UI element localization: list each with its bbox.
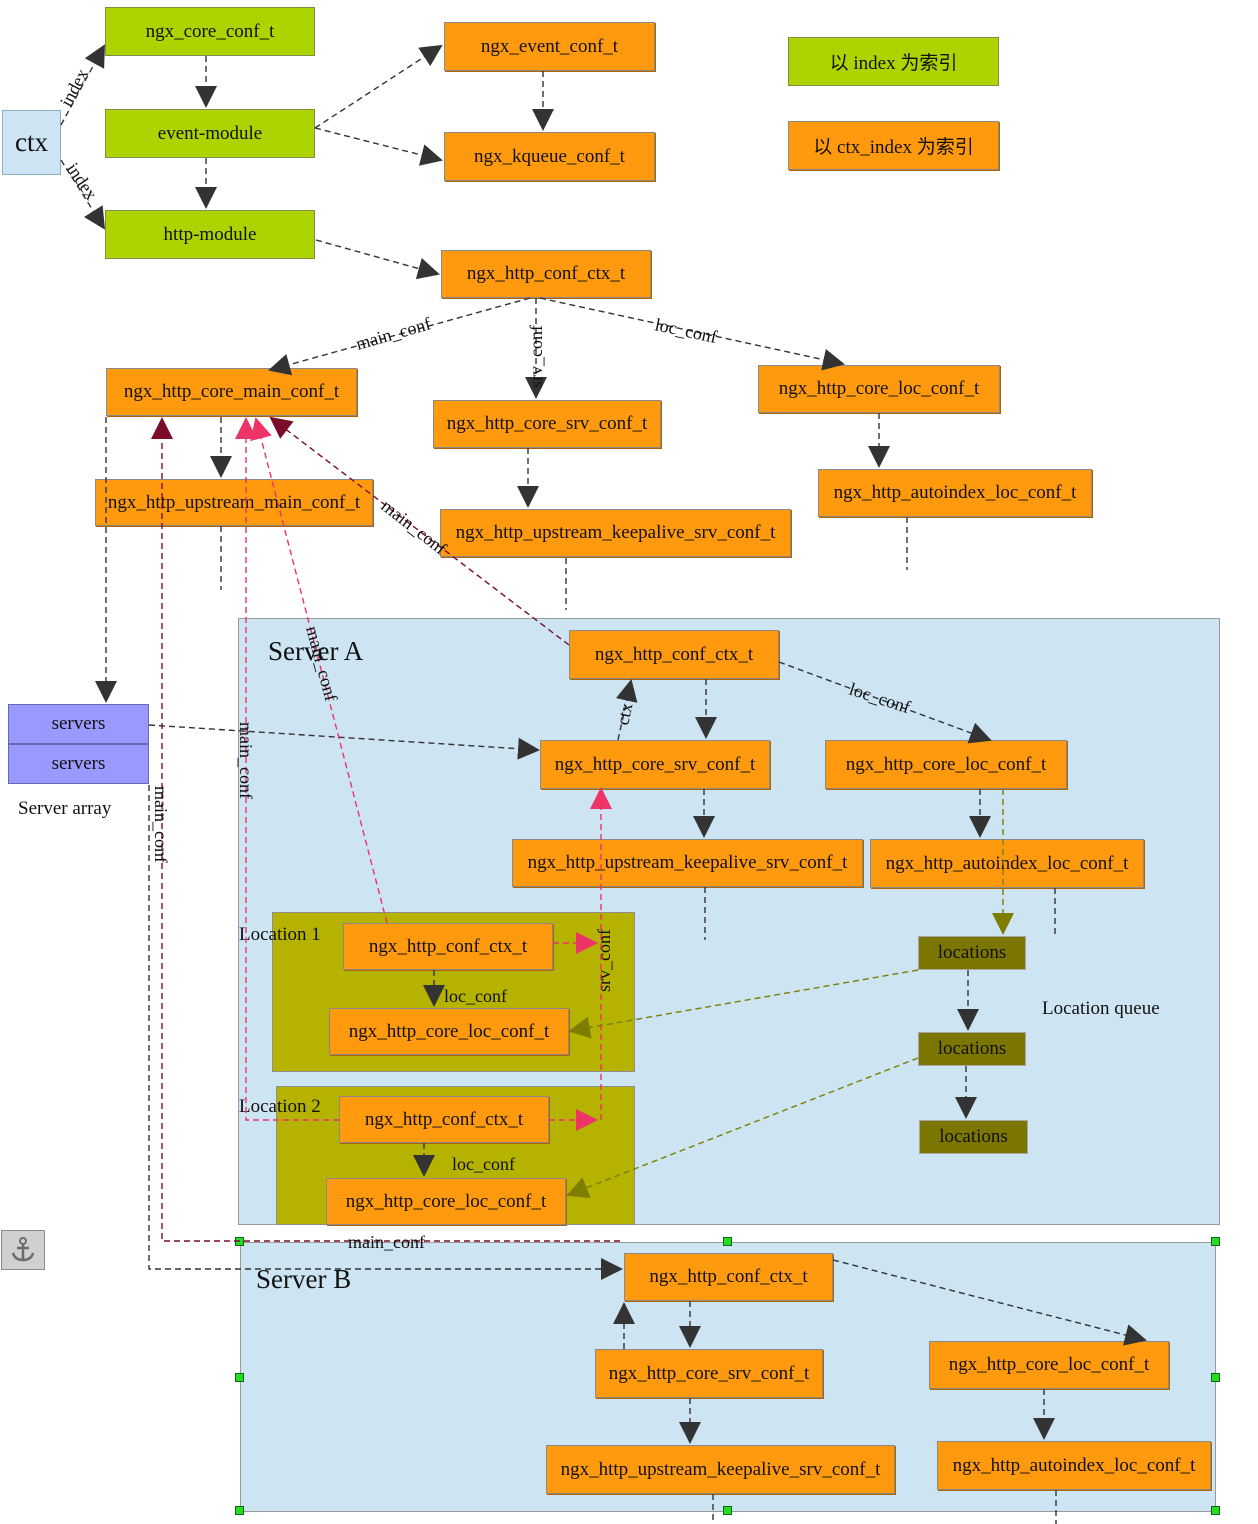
http-conf-ctx-node[interactable]: ngx_http_conf_ctx_t xyxy=(441,250,651,298)
ngx-kqueue-conf-node[interactable]: ngx_kqueue_conf_t xyxy=(444,132,655,181)
resize-handle[interactable] xyxy=(723,1237,732,1246)
legend-green-node: 以 index 为索引 xyxy=(788,37,999,86)
http-autoindex-loc-conf-node[interactable]: ngx_http_autoindex_loc_conf_t xyxy=(818,469,1092,517)
servers-node-1[interactable]: servers xyxy=(8,704,149,744)
legend-orange-node: 以 ctx_index 为索引 xyxy=(788,121,999,170)
location-1-core-loc-conf-node[interactable]: ngx_http_core_loc_conf_t xyxy=(329,1008,569,1055)
location-queue-label: Location queue xyxy=(1042,998,1160,1019)
locations-node-3[interactable]: locations xyxy=(919,1120,1028,1154)
server-b-upstream-keepalive-node[interactable]: ngx_http_upstream_keepalive_srv_conf_t xyxy=(546,1445,895,1494)
server-a-autoindex-loc-conf-node[interactable]: ngx_http_autoindex_loc_conf_t xyxy=(870,839,1144,888)
anchor-icon[interactable] xyxy=(1,1230,45,1270)
server-a-conf-ctx-node[interactable]: ngx_http_conf_ctx_t xyxy=(569,630,779,679)
edge-label-srv-conf-location: srv_conf xyxy=(594,929,614,992)
ngx-event-conf-node[interactable]: ngx_event_conf_t xyxy=(444,22,655,71)
edge-label-ctx: ctx xyxy=(612,701,636,727)
server-a-upstream-keepalive-node[interactable]: ngx_http_upstream_keepalive_srv_conf_t xyxy=(512,839,863,887)
edge-label-main-conf-pink: main_conf xyxy=(302,624,341,704)
ctx-node[interactable]: ctx xyxy=(2,110,61,175)
http-core-loc-conf-node[interactable]: ngx_http_core_loc_conf_t xyxy=(758,365,1000,413)
edge-label-main-conf-vertical-1: main_conf xyxy=(236,722,256,799)
event-module-node[interactable]: event-module xyxy=(105,109,315,158)
edge-label-main-conf-top: main_conf xyxy=(354,313,434,353)
resize-handle[interactable] xyxy=(235,1373,244,1382)
resize-handle[interactable] xyxy=(235,1506,244,1515)
edge-label-loc-conf-top: loc_conf xyxy=(653,314,719,347)
http-core-srv-conf-node[interactable]: ngx_http_core_srv_conf_t xyxy=(433,400,661,448)
http-module-node[interactable]: http-module xyxy=(105,210,315,259)
edge-label-loc-conf-location-1: loc_conf xyxy=(444,986,507,1006)
servers-node-2[interactable]: servers xyxy=(8,744,149,784)
http-core-main-conf-node[interactable]: ngx_http_core_main_conf_t xyxy=(106,368,357,416)
edge-label-main-conf-diag: main_conf xyxy=(378,495,451,558)
edge-label-main-conf-bottom: main_conf xyxy=(348,1232,425,1252)
server-a-core-loc-conf-node[interactable]: ngx_http_core_loc_conf_t xyxy=(825,740,1067,789)
location-1-label: Location 1 xyxy=(239,924,321,945)
http-upstream-keepalive-srv-conf-node[interactable]: ngx_http_upstream_keepalive_srv_conf_t xyxy=(440,509,791,557)
edge-label-srv-conf-top: srv_conf xyxy=(526,325,546,388)
resize-handle[interactable] xyxy=(1211,1506,1220,1515)
edge-label-main-conf-vertical-2: main_conf xyxy=(151,786,171,863)
location-2-core-loc-conf-node[interactable]: ngx_http_core_loc_conf_t xyxy=(326,1178,566,1225)
locations-node-2[interactable]: locations xyxy=(918,1032,1026,1066)
resize-handle[interactable] xyxy=(1211,1237,1220,1246)
location-2-label: Location 2 xyxy=(239,1096,321,1117)
resize-handle[interactable] xyxy=(1211,1373,1220,1382)
edge-label-index-bottom: index xyxy=(63,159,102,203)
server-a-core-srv-conf-node[interactable]: ngx_http_core_srv_conf_t xyxy=(540,740,770,789)
locations-node-1[interactable]: locations xyxy=(918,936,1026,970)
server-b-core-srv-conf-node[interactable]: ngx_http_core_srv_conf_t xyxy=(595,1349,823,1398)
resize-handle[interactable] xyxy=(723,1506,732,1515)
location-1-conf-ctx-node[interactable]: ngx_http_conf_ctx_t xyxy=(343,923,553,970)
server-b-autoindex-loc-conf-node[interactable]: ngx_http_autoindex_loc_conf_t xyxy=(937,1441,1211,1490)
edge-label-loc-conf-server-a: loc_conf xyxy=(847,679,913,717)
edge-label-index-top: index xyxy=(56,65,92,110)
edge-label-loc-conf-location-2: loc_conf xyxy=(452,1154,515,1174)
server-b-core-loc-conf-node[interactable]: ngx_http_core_loc_conf_t xyxy=(929,1341,1169,1389)
server-b-conf-ctx-node[interactable]: ngx_http_conf_ctx_t xyxy=(624,1253,833,1301)
location-2-conf-ctx-node[interactable]: ngx_http_conf_ctx_t xyxy=(339,1096,549,1143)
server-array-label: Server array xyxy=(18,798,112,819)
http-upstream-main-conf-node[interactable]: ngx_http_upstream_main_conf_t xyxy=(95,479,373,526)
ngx-core-conf-node[interactable]: ngx_core_conf_t xyxy=(105,7,315,56)
